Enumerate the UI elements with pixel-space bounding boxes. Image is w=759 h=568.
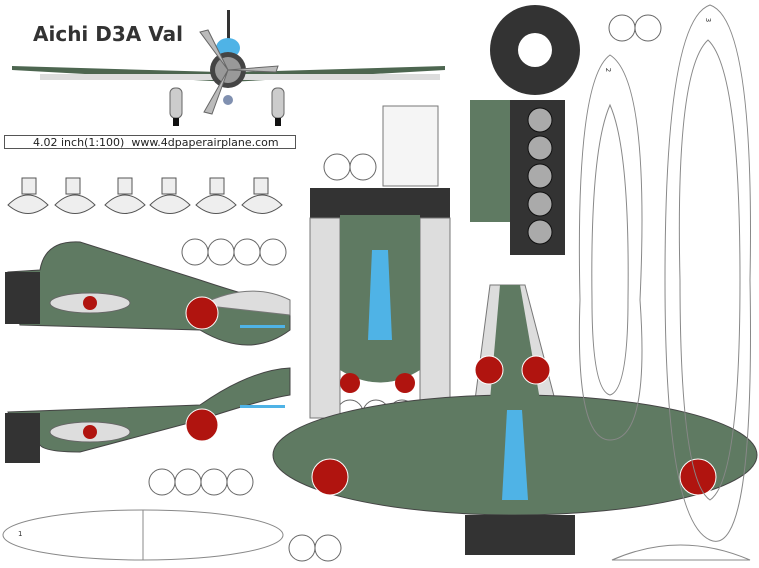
fuselage-side-upper bbox=[5, 241, 291, 346]
main-wing bbox=[272, 284, 758, 555]
scale-text: 4.02 inch(1:100) bbox=[33, 136, 125, 149]
part-label-2: 2 bbox=[604, 67, 613, 73]
part-label-3: 3 bbox=[704, 17, 713, 23]
page-title: Aichi D3A Val bbox=[33, 22, 183, 46]
front-view-aircraft bbox=[12, 10, 445, 126]
fuselage-side-lower bbox=[5, 367, 291, 463]
small-parts bbox=[7, 177, 283, 214]
fuselage-top-part bbox=[309, 105, 451, 419]
engine-part bbox=[470, 100, 565, 255]
part-label-1: 1 bbox=[18, 530, 23, 538]
website-link[interactable]: www.4dpaperairplane.com bbox=[131, 136, 279, 149]
outline-parts bbox=[2, 4, 751, 561]
scale-bar: 4.02 inch(1:100) www.4dpaperairplane.com bbox=[4, 135, 296, 149]
